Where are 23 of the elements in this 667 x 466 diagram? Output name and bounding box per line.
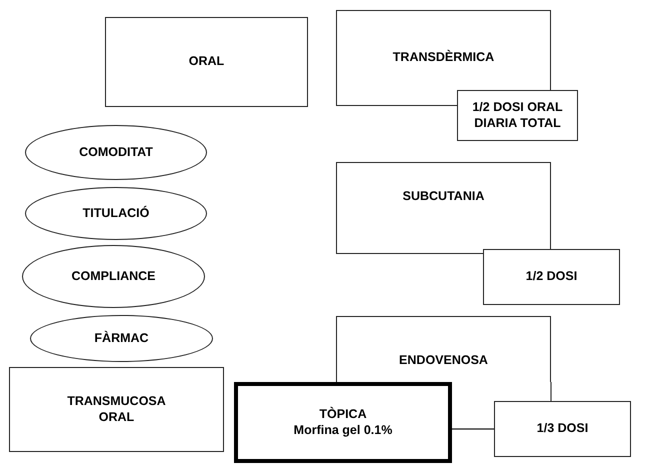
- route-box: [457, 90, 578, 141]
- connector-line: [452, 428, 494, 430]
- node-label: TRANSDÈRMICA: [392, 50, 496, 66]
- route-box: [483, 249, 620, 305]
- node-label: 1/2 DOSI: [524, 269, 578, 285]
- node-label: COMODITAT: [78, 144, 154, 160]
- node-sublabel: Morfina gel 0.1%: [292, 422, 394, 438]
- node-label: 1/2 DOSI ORAL DIARIA TOTAL: [471, 100, 564, 132]
- node-label: TRANSMUCOSA ORAL: [66, 394, 167, 426]
- node-label: ORAL: [188, 54, 226, 70]
- node-label: COMPLIANCE: [70, 268, 157, 284]
- node-label: SUBCUTANIA: [402, 189, 486, 205]
- route-box: [9, 367, 224, 452]
- node-label: TÒPICA: [318, 406, 368, 422]
- route-box: [105, 17, 308, 107]
- route-box: [336, 162, 551, 254]
- route-box: [336, 316, 551, 382]
- route-box: [494, 401, 631, 457]
- node-label: 1/3 DOSI: [536, 421, 590, 437]
- node-label: FÀRMAC: [93, 330, 150, 346]
- node-label: ENDOVENOSA: [398, 353, 489, 369]
- highlighted-route-box: [234, 382, 452, 463]
- node-label: TITULACIÓ: [82, 206, 150, 222]
